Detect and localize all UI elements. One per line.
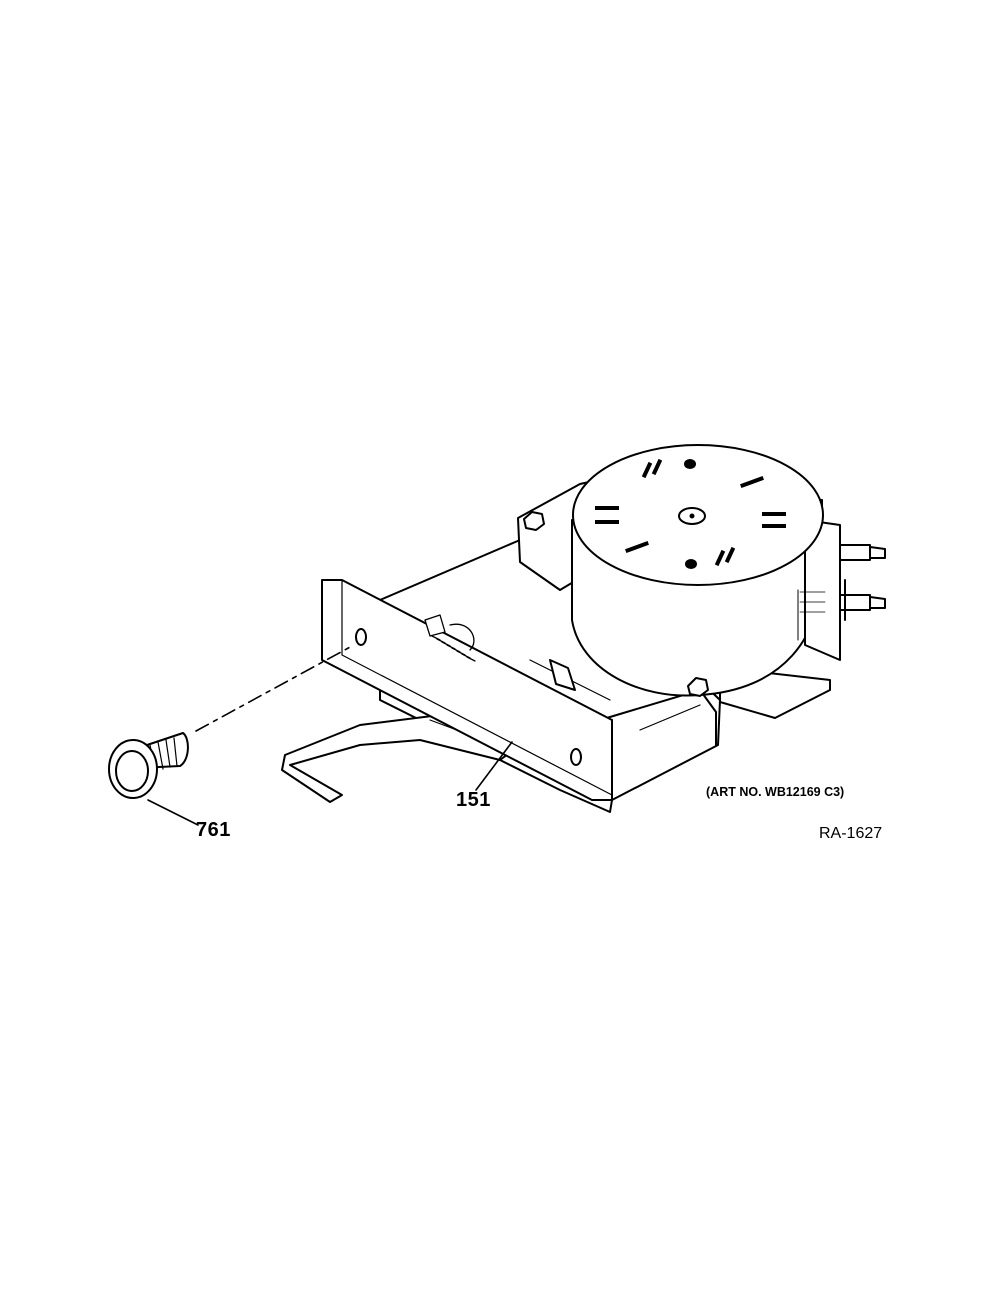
screw-head xyxy=(115,750,149,792)
callout-151: 151 xyxy=(456,789,491,811)
motor-mount-hole-top xyxy=(684,459,696,469)
bracket-mounting-hole-right xyxy=(570,748,582,766)
art-number: (ART NO. WB12169 C3) xyxy=(706,785,845,799)
hex-nut-lower xyxy=(687,677,709,697)
timer-motor xyxy=(571,444,841,697)
motor-mount-hole-bottom xyxy=(685,559,697,569)
leader-line-151 xyxy=(475,741,513,791)
hex-nut-top xyxy=(523,511,545,531)
electrical-terminals xyxy=(839,544,886,621)
front-bracket xyxy=(321,579,613,801)
actuator-spring xyxy=(424,614,476,662)
assembly-path-line xyxy=(195,645,353,732)
screw xyxy=(108,732,189,799)
switch-tab xyxy=(549,659,576,691)
leader-line-761 xyxy=(147,799,199,826)
motor-vent-slots xyxy=(595,458,786,567)
figure-reference: RA-1627 xyxy=(819,825,883,842)
callout-761: 761 xyxy=(196,819,231,841)
bracket-mounting-hole-left xyxy=(355,628,367,646)
